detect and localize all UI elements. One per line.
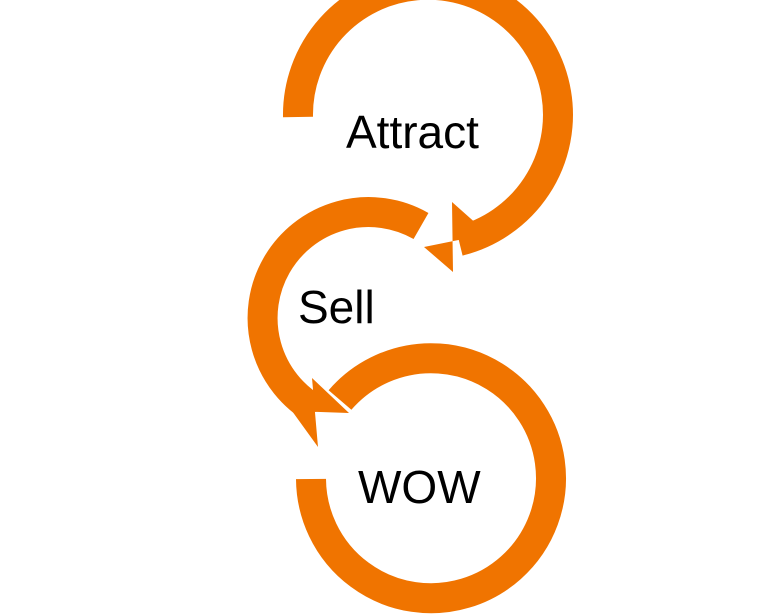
wow-label: WOW <box>358 461 481 513</box>
attract-label: Attract <box>346 106 479 158</box>
attract-arrowhead-icon <box>424 202 488 272</box>
sell-arrowhead-icon <box>292 378 349 447</box>
wow-loop <box>296 343 566 614</box>
sell-loop-arc <box>247 197 429 424</box>
attract-loop-arrow <box>282 0 573 272</box>
sell-loop-arrow <box>247 197 429 447</box>
sell-label: Sell <box>298 281 375 333</box>
wow-loop-arc <box>296 343 566 614</box>
attract-loop-arc <box>282 0 573 256</box>
